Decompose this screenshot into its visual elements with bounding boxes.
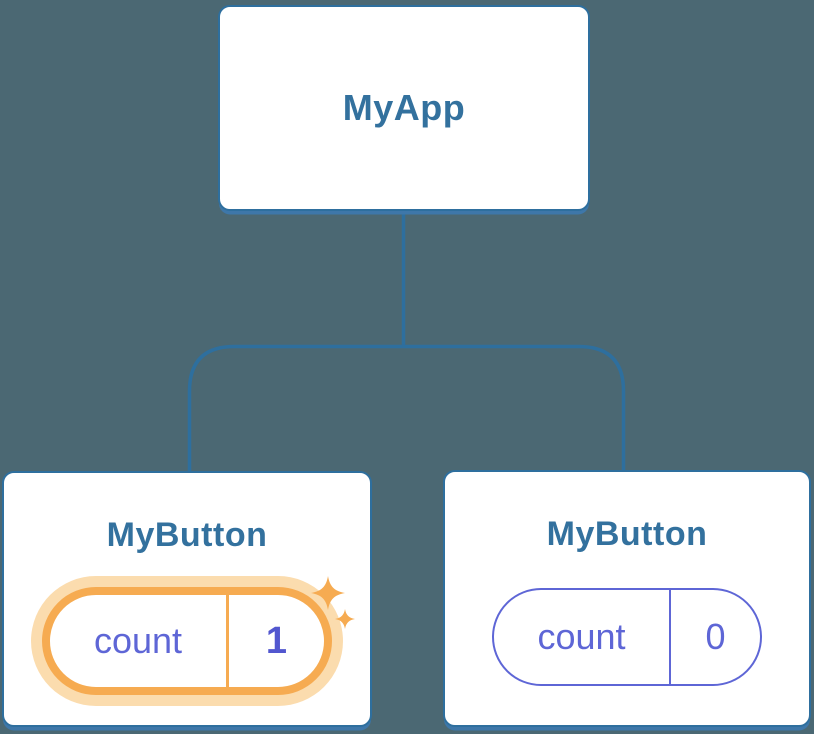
pill-divider — [226, 595, 229, 687]
node-mybutton-inactive: MyButton count 0 — [443, 470, 811, 727]
sparkles-icon — [311, 576, 355, 629]
state-pill: count 0 — [492, 588, 762, 686]
node-mybutton-active: MyButton count 1 — [2, 471, 372, 727]
node-title: MyButton — [106, 516, 268, 554]
state-value: 1 — [265, 619, 288, 662]
state-key-label: count — [93, 620, 183, 661]
node-title: MyApp — [342, 87, 466, 128]
state-pill-highlighted: count 1 — [42, 576, 355, 695]
state-key-label: count — [537, 616, 626, 657]
node-title: MyButton — [546, 515, 708, 553]
state-value: 0 — [705, 616, 726, 657]
node-myapp: MyApp — [218, 5, 590, 211]
pill-divider — [669, 590, 671, 684]
